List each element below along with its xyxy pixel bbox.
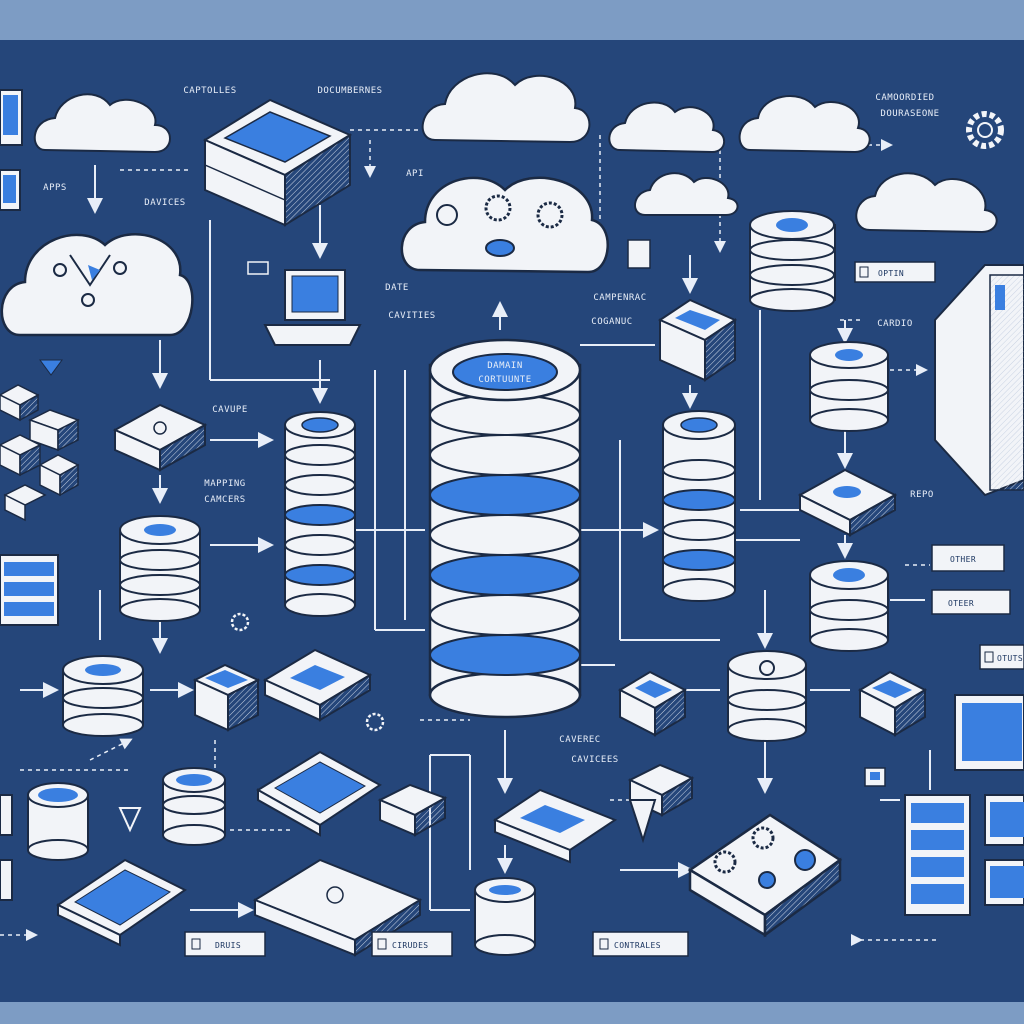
label-controller-2: COGANUC [591,317,632,327]
gear-icon [794,849,816,871]
server-rack [55,858,187,947]
label-documbernes: DOCUMBERNES [317,86,382,96]
gear-icon [230,612,250,632]
label-mapping: MAPPING [204,479,245,489]
label-repo: REPO [910,490,934,500]
gear-icon [966,111,1004,149]
label-box-text: DRUIS [215,941,241,950]
gear-icon [536,201,564,229]
database-icon [809,560,889,652]
node-box [262,648,373,722]
label-box-text: OPTIN [878,269,904,278]
cloud-icon [855,172,998,234]
central-db-subtitle: CORTUUNTE [478,375,531,385]
node-box [492,788,618,864]
label-box: OTUTS [979,644,1024,670]
device-icon [627,239,651,269]
window-panel [954,694,1024,771]
label-box-text: CIRUDES [392,941,429,950]
cube-icon [617,670,688,737]
database-icon [27,782,89,861]
database-icon [474,877,536,956]
central-db-title: DAMAIN [487,361,523,371]
cube-icon [857,670,928,737]
node-box [252,858,423,957]
label-date: DATE [385,283,409,293]
connectors [20,165,931,918]
label-box: CONTRALES [592,931,689,957]
label-carage: CAVUPE [212,405,248,415]
cube-icon [657,298,738,382]
server-box [202,98,353,227]
label-box: OTHER [931,544,1005,572]
label-box: OPTIN [854,261,936,283]
label-controller: CAMPENRAC [593,293,646,303]
cloud-icon [634,172,739,216]
laptop-icon [263,269,362,346]
label-box-text: OTHER [950,555,976,564]
window-panel [0,794,13,836]
label-douraseone: DOURASEONE [880,109,939,119]
label-carities: CAVITIES [388,311,435,321]
cube-icon [192,663,261,732]
services-cloud [400,176,609,274]
gear-icon [484,194,512,222]
window-panel [904,794,971,916]
cloud-icon [33,93,171,154]
label-cavered-2: CAVICEES [571,755,618,765]
shield-icon [118,807,142,833]
label-box-text: CONTRALES [614,941,661,950]
label-api: API [406,169,424,179]
server-rack [256,750,382,837]
label-cavered: CAVEREC [559,735,600,745]
window-panel [0,169,21,211]
label-box: DRUIS [184,931,266,957]
cloud-icon [608,101,726,154]
label-devices: DAVICES [144,198,185,208]
window-panel [0,89,23,146]
database-icon [749,210,836,312]
star-icon [436,204,458,226]
central-database: DAMAIN CORTUUNTE [428,338,582,719]
database-icon [162,767,226,846]
cloud-icon [421,72,591,144]
window-panel [984,794,1024,846]
label-camoordied: CAMOORDIED [875,93,934,103]
node-box [112,403,208,472]
database-stack [284,411,356,617]
label-box-text: OTEER [948,599,974,608]
database-icon [62,655,144,737]
cloud-icon [738,95,871,154]
gear-icon [713,850,737,874]
label-box: OTEER [931,589,1011,615]
device-cloud [0,233,194,337]
label-apps: APPS [43,183,67,193]
database-icon [119,515,201,622]
label-mapping-2: CAMCERS [204,495,245,505]
label-box-text: OTUTS [997,654,1023,663]
small-box [377,783,448,837]
database-icon [727,650,807,742]
window-panel [0,554,59,626]
cube-cluster [0,359,80,522]
shield-icon [628,799,657,844]
gear-icon [365,712,385,732]
database-stack [662,410,736,602]
label-box: CIRUDES [371,931,453,957]
window-panel [984,859,1024,906]
device-icon [247,261,269,275]
gear-icon [751,826,775,850]
label-captolles: CAPTOLLES [183,86,236,96]
hub-box [687,813,843,938]
database-icon [809,341,889,432]
label-cardio: CARDIO [877,319,913,329]
window-panel [0,859,13,901]
node-box [797,468,898,537]
lock-icon [864,767,886,787]
building-icon [934,264,1024,497]
